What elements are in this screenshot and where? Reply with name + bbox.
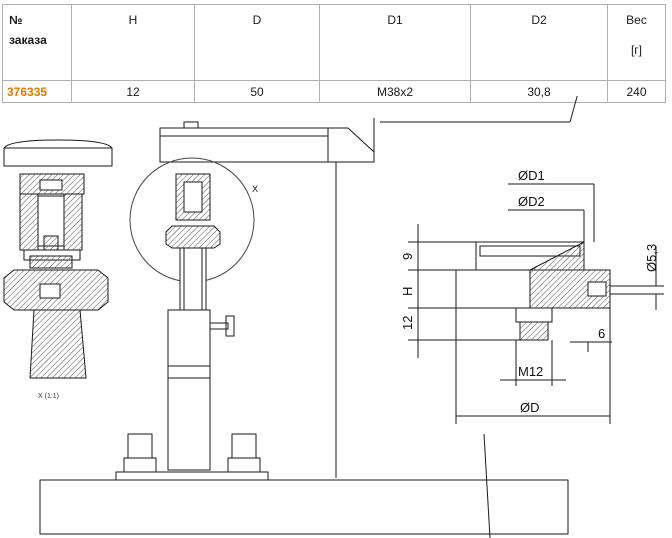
cell-d: 50 <box>194 80 320 103</box>
header-h: H <box>71 4 195 81</box>
table-header-row: № заказа H D D1 D2 Вес [г] <box>2 4 666 81</box>
technical-drawing: X (1:1) <box>3 96 664 538</box>
detail-view-x <box>3 139 113 379</box>
dim-d2-label: ØD2 <box>518 194 545 209</box>
header-d: D <box>194 4 320 81</box>
cell-order-no[interactable]: 376335 <box>2 80 72 103</box>
dim-thread-label: M12 <box>518 364 543 379</box>
spec-table: № заказа H D D1 D2 Вес [г] 376335 12 50 … <box>2 4 666 103</box>
header-order-no-line1: № <box>9 13 23 27</box>
dim-six-label: 6 <box>598 326 605 341</box>
dim-nine-label: 9 <box>400 253 415 260</box>
dim-twelve-label: 12 <box>400 316 415 330</box>
dim-d-label: ØD <box>520 400 540 415</box>
detail-scale-label: X (1:1) <box>38 393 59 400</box>
fixture-assembly <box>39 118 570 535</box>
header-weight: Вес [г] <box>607 4 666 81</box>
cell-d1: M38x2 <box>319 80 471 103</box>
dim-h-label: H <box>400 287 415 296</box>
header-d2: D2 <box>470 4 608 81</box>
part-view <box>408 96 664 538</box>
detail-x-label: X <box>252 184 258 194</box>
dimension-labels: ØD1 ØD2 ØD M12 6 9 H 12 Ø5,3 <box>400 168 659 415</box>
cell-d2: 30,8 <box>470 80 608 103</box>
header-weight-line2: [г] <box>630 43 643 57</box>
header-d1: D1 <box>319 4 471 81</box>
dim-hole-label: Ø5,3 <box>644 244 659 272</box>
header-weight-line1: Вес <box>626 13 647 27</box>
header-order-no-line2: заказа <box>9 33 47 47</box>
cell-weight: 240 <box>607 80 666 103</box>
header-order-no: № заказа <box>2 4 72 81</box>
dim-d1-label: ØD1 <box>518 168 545 183</box>
table-row: 376335 12 50 M38x2 30,8 240 <box>2 80 666 103</box>
